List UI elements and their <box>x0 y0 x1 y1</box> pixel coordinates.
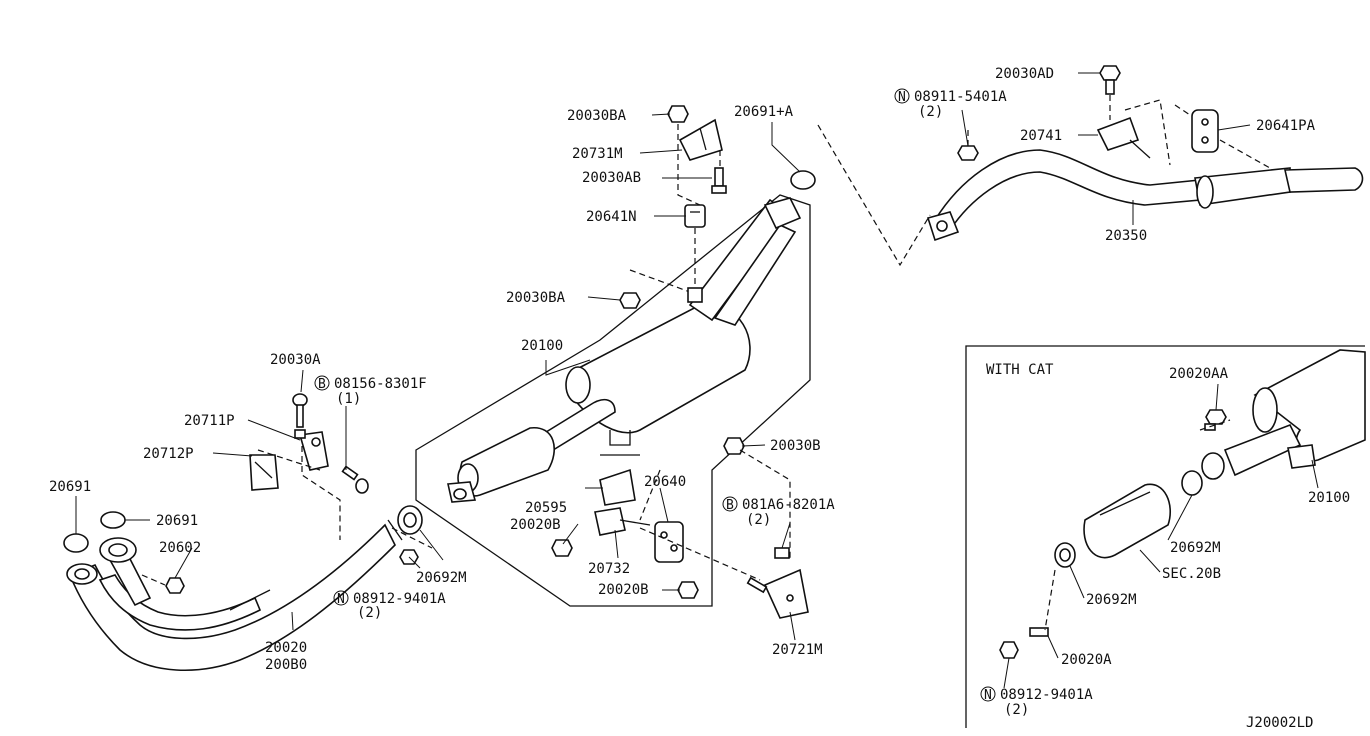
label-20641PA: 20641PA <box>1256 118 1316 134</box>
label-20641N: 20641N <box>586 209 637 225</box>
nut-20030B <box>723 437 745 455</box>
bracket-20741 <box>1096 116 1151 159</box>
label-inset-20020A: 20020A <box>1061 652 1112 668</box>
nut-symbol-n2 <box>894 88 910 104</box>
nut-20020B-b <box>677 581 699 599</box>
label-20030A: 20030A <box>270 352 321 368</box>
label-081A6-qty: (2) <box>746 512 771 528</box>
label-20691A: 20691+A <box>734 104 794 120</box>
bolt-symbol-b <box>314 375 330 391</box>
rubber-mount-20641N <box>684 204 706 228</box>
diagram-code: J20002LD <box>1246 715 1313 731</box>
label-20602: 20602 <box>159 540 201 556</box>
label-20741: 20741 <box>1020 128 1062 144</box>
label-08911-5401A: 08911-5401A <box>914 89 1007 105</box>
nut-20030BA-top <box>667 105 689 123</box>
nut-symbol-n <box>333 590 349 606</box>
center-muffler-20100 <box>415 194 811 607</box>
label-20100: 20100 <box>521 338 563 354</box>
bolt-20030A <box>292 393 308 439</box>
label-20020B-a: 20020B <box>510 517 561 533</box>
label-20030AB: 20030AB <box>582 170 641 186</box>
label-20020B-b: 20020B <box>598 582 649 598</box>
symbol-n-08911: N <box>898 90 906 105</box>
bolt-20020A <box>1029 627 1049 637</box>
label-08911-qty: (2) <box>918 104 943 120</box>
bracket-20711P <box>298 431 329 471</box>
label-20732: 20732 <box>588 561 630 577</box>
bolt-20030AB <box>711 167 727 194</box>
symbol-n-inset: N <box>984 688 992 703</box>
leader-lines <box>75 72 1319 689</box>
label-200B0: 200B0 <box>265 657 307 673</box>
inset-with-cat <box>965 345 1366 728</box>
gasket-20692M <box>397 505 423 535</box>
bracket-20595 <box>599 468 636 506</box>
label-20640: 20640 <box>644 474 686 490</box>
gasket-20691A <box>790 170 816 190</box>
label-20712P: 20712P <box>143 446 194 462</box>
label-20731M: 20731M <box>572 146 623 162</box>
label-20711P: 20711P <box>184 413 235 429</box>
label-inset-SEC20B: SEC.20B <box>1162 566 1221 582</box>
bolt-symbol-b2 <box>722 496 738 512</box>
nut-20020B-a <box>551 539 573 557</box>
gasket-20691-b <box>100 511 126 529</box>
bolt-20030AD <box>1099 65 1121 95</box>
nut-symbol-n3 <box>980 686 996 702</box>
label-20721M: 20721M <box>772 642 823 658</box>
label-20030BA-mid: 20030BA <box>506 290 566 306</box>
label-20691-b: 20691 <box>156 513 198 529</box>
label-20595: 20595 <box>525 500 567 516</box>
label-20692M: 20692M <box>416 570 467 586</box>
label-inset-20692M-b: 20692M <box>1086 592 1137 608</box>
label-inset-08912-qty: (2) <box>1004 702 1029 718</box>
bolt-20020AA <box>1204 409 1227 431</box>
label-inset-08912-9401A: 08912-9401A <box>1000 687 1093 703</box>
tail-pipe-20350 <box>926 149 1364 242</box>
bracket-20721M <box>763 568 809 619</box>
label-inset-20020AA: 20020AA <box>1169 366 1229 382</box>
bracket-20731M <box>678 118 723 161</box>
symbol-n-08912: N <box>337 592 345 607</box>
label-08912-qty: (2) <box>357 605 382 621</box>
label-08156-qty: (1) <box>336 391 361 407</box>
label-20030BA-top: 20030BA <box>567 108 627 124</box>
nut-08911-5401A <box>957 145 979 161</box>
label-20030B: 20030B <box>770 438 821 454</box>
nut-20030BA-mid <box>619 292 641 309</box>
gasket-20691-a <box>63 533 89 553</box>
bolt-08156-8301F <box>341 465 369 494</box>
bracket-20732 <box>594 507 651 536</box>
rubber-mount-20641PA <box>1191 109 1219 153</box>
symbol-b-081A6: B <box>726 498 734 513</box>
symbol-b-08156: B <box>318 377 326 392</box>
bracket-20712P <box>249 454 279 491</box>
rubber-mount-20640 <box>654 521 684 563</box>
inset-title: WITH CAT <box>986 362 1054 378</box>
nut-20602 <box>165 577 185 594</box>
label-20350: 20350 <box>1105 228 1147 244</box>
label-08912-9401A: 08912-9401A <box>353 591 446 607</box>
label-inset-20692M-a: 20692M <box>1170 540 1221 556</box>
hanger-bracket <box>687 287 703 303</box>
label-08156-8301F: 08156-8301F <box>334 376 427 392</box>
front-pipe-20020 <box>66 519 403 672</box>
label-20691-a: 20691 <box>49 479 91 495</box>
label-20030AD: 20030AD <box>995 66 1054 82</box>
label-20020: 20020 <box>265 640 307 656</box>
nut-08912-9401A-inset <box>999 641 1019 659</box>
label-081A6-8201A: 081A6-8201A <box>742 497 835 513</box>
label-inset-20100: 20100 <box>1308 490 1350 506</box>
